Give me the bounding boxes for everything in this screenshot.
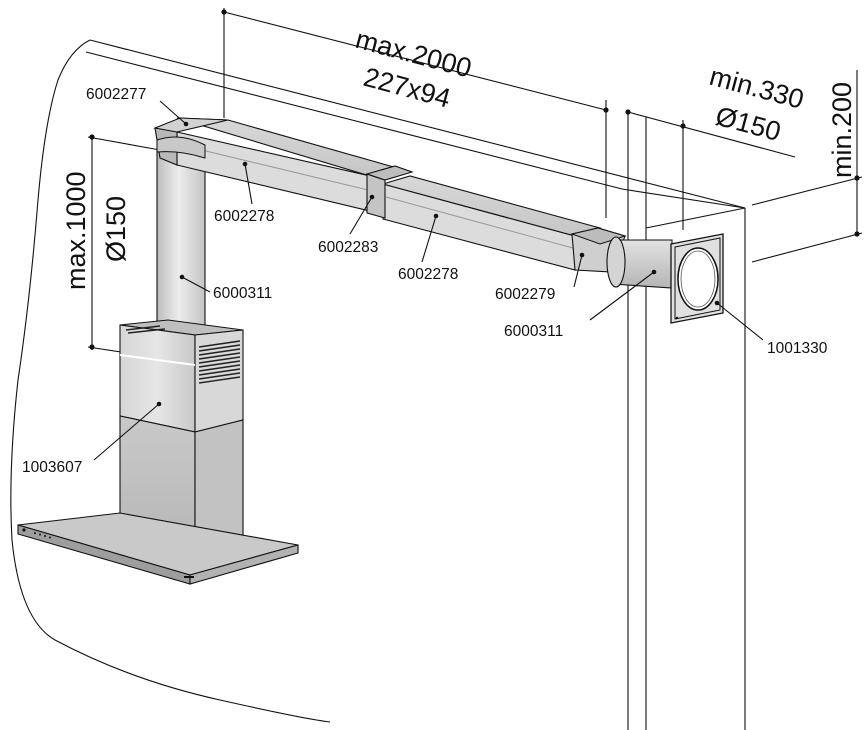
chimney-hood [17,319,299,585]
wall-plate [670,233,724,324]
part-label-pipe-vertical: 6000311 [213,285,272,302]
vent-grille [125,325,241,384]
dim-vertical-length: max.1000 [61,171,91,290]
part-label-elbow: 6002277 [86,86,146,103]
horizontal-duct [153,117,673,289]
leader-lines [93,100,764,461]
part-label-connector: 6002283 [318,239,378,256]
control-buttons [22,528,194,578]
dim-vertical-diameter: Ø150 [101,196,131,262]
part-label-wall-plate: 1001330 [767,340,828,357]
room-outline [10,39,746,730]
part-label-adapter: 6002279 [495,286,555,303]
part-label-hood: 1003607 [22,459,82,476]
dim-wall-diameter: Ø150 [712,101,784,147]
part-labels: 6002277 6002278 6002283 6002278 6002279 … [22,86,828,476]
part-label-duct-right: 6002278 [398,266,458,283]
dim-ceiling-offset: min.200 [827,82,857,178]
part-label-pipe-wall: 6000311 [504,323,563,340]
part-label-duct-left: 6002278 [214,208,274,225]
